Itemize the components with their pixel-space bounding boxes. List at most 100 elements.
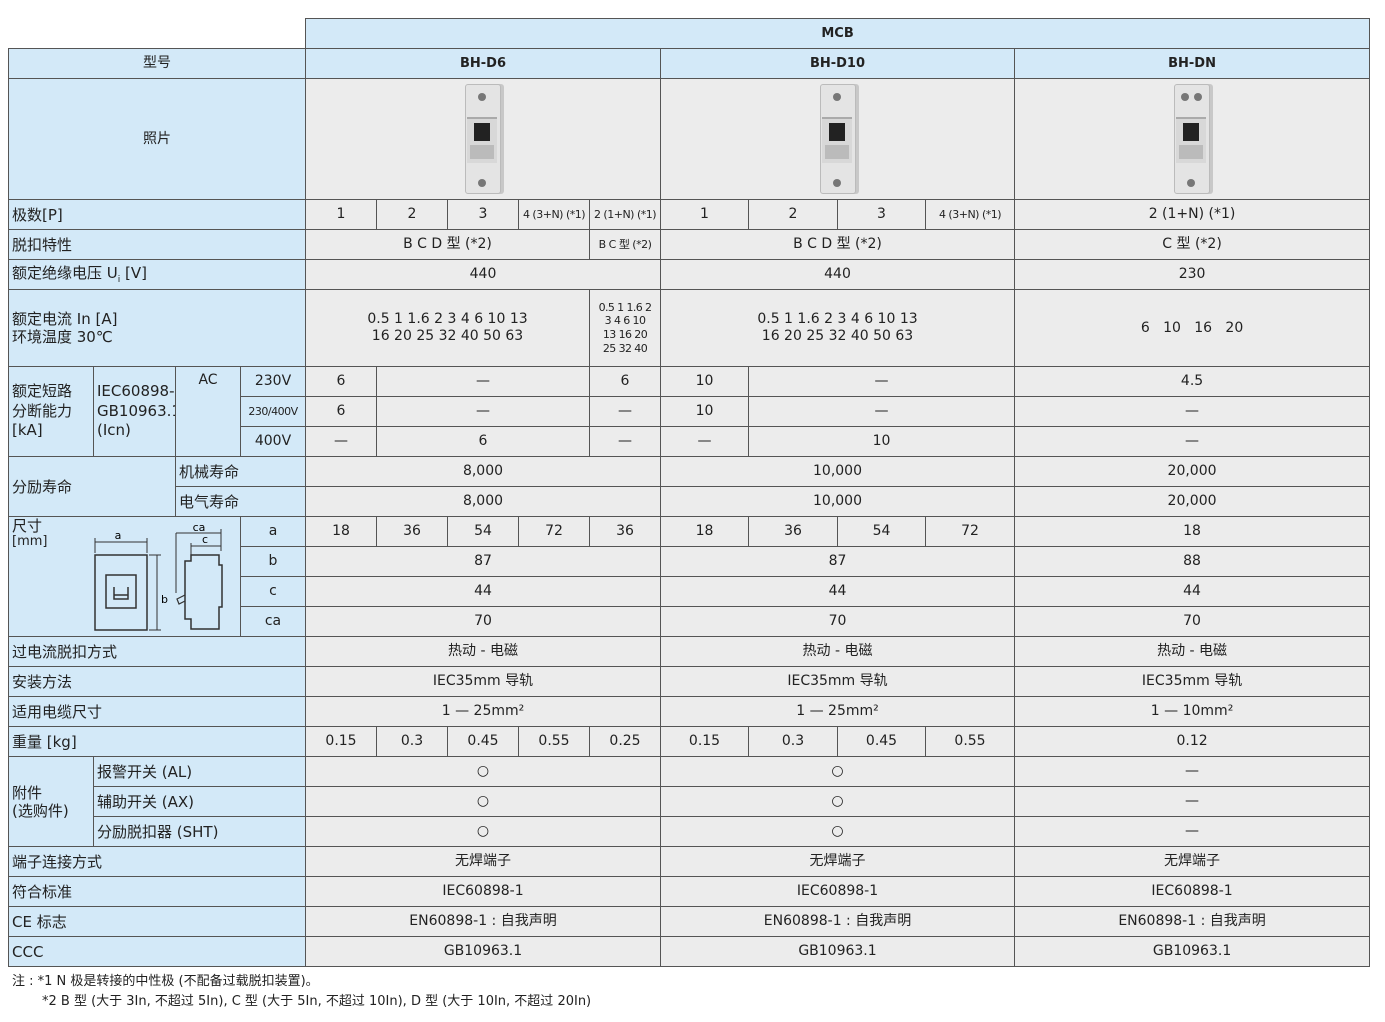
cell: 6 10 16 20: [1013, 289, 1371, 367]
weight-label: 重量 [kg]: [8, 726, 306, 757]
cell: 87: [660, 546, 1015, 577]
cell: 0.55: [925, 726, 1015, 757]
accessory-name: 分励脱扣器 (SHT): [93, 816, 306, 847]
cell: IEC35mm 导轨: [305, 666, 661, 697]
label-line: [kA]: [12, 421, 43, 440]
cell: 热动 - 电磁: [305, 636, 661, 667]
cell: 2: [748, 199, 838, 230]
cell: —: [376, 396, 590, 427]
breaker-image: [465, 84, 501, 194]
cell: IEC60898-1: [1013, 876, 1371, 907]
dimension-diagram: a b ca c: [94, 523, 223, 631]
cell: 1: [660, 199, 749, 230]
label-line: (Icn): [97, 421, 131, 440]
cell: ○: [660, 756, 1015, 787]
dim-ca-label: ca: [193, 523, 206, 534]
trip-row: 脱扣特性 B C D 型 (*2) B C 型 (*2) B C D 型 (*2…: [8, 229, 1371, 260]
accessories-label: 附件(选购件): [8, 756, 94, 847]
ce-label: CE 标志: [8, 906, 306, 937]
label-line: GB10963.1: [97, 401, 176, 420]
cell: 1 — 10mm²: [1013, 696, 1371, 727]
cell: —: [305, 426, 377, 457]
cell: 70: [1013, 606, 1371, 637]
cell: 10: [660, 396, 749, 427]
cell: 0.45: [837, 726, 926, 757]
cell: 3: [837, 199, 926, 230]
cell: 44: [305, 576, 661, 607]
cell: 无焊端子: [660, 846, 1015, 877]
life-row: 分励寿命 机械寿命 8,000 10,000 20,000: [8, 456, 1371, 517]
cell: 20,000: [1013, 486, 1371, 517]
group-header: MCB: [304, 18, 1371, 49]
cell: 230: [1013, 259, 1371, 290]
cell: 10: [660, 366, 749, 397]
cell: 8,000: [305, 486, 661, 517]
cell: 88: [1013, 546, 1371, 577]
value-line: 13 16 20: [602, 328, 648, 341]
cell: 10,000: [660, 486, 1015, 517]
label-line: 额定电流 In [A]: [12, 310, 118, 328]
cell: 6: [305, 366, 377, 397]
cell: ○: [305, 786, 661, 817]
mounting-label: 安装方法: [8, 666, 306, 697]
terminal-row: 端子连接方式 无焊端子 无焊端子 无焊端子: [8, 846, 1371, 877]
cell: 440: [660, 259, 1015, 290]
mounting-row: 安装方法 IEC35mm 导轨 IEC35mm 导轨 IEC35mm 导轨: [8, 666, 1371, 697]
cell: ○: [305, 756, 661, 787]
spec-table: MCB 型号 BH-D6 BH-D10 BH-DN 照片 极数[P] 1 2 3…: [8, 18, 1371, 967]
breaking-row: 230/400V 6 — — 10 — —: [9, 396, 1371, 427]
cell: 1 — 25mm²: [305, 696, 661, 727]
footnotes: 注 : *1 N 极是转接的中性极 (不配备过载脱扣装置)。 *2 B 型 (大…: [12, 972, 591, 1012]
dims-label-cell: 尺寸[mm] a b ca c: [8, 516, 241, 637]
cell: 36: [376, 516, 448, 547]
dims-row: ca 70 70 70: [9, 606, 1371, 637]
photo-bh-d10: [660, 78, 1015, 200]
cable-label: 适用电缆尺寸: [8, 696, 306, 727]
cell: 87: [305, 546, 661, 577]
standard-row: 符合标准 IEC60898-1 IEC60898-1 IEC60898-1: [8, 876, 1371, 907]
model-bh-d6: BH-D6: [305, 48, 661, 79]
weight-row: 重量 [kg] 0.15 0.3 0.45 0.55 0.25 0.15 0.3…: [8, 726, 1371, 757]
cell: 0.45: [447, 726, 519, 757]
dim-a: a: [240, 516, 306, 547]
dims-row: b 87 87 88: [9, 546, 1371, 577]
cell: —: [1013, 816, 1371, 847]
cell: 6: [589, 366, 661, 397]
cell: EN60898-1 : 自我声明: [305, 906, 661, 937]
dim-a-label: a: [115, 529, 122, 542]
cell: 36: [748, 516, 838, 547]
cell: 6: [376, 426, 590, 457]
label-line: 环境温度 30℃: [12, 328, 113, 346]
cell: GB10963.1: [1013, 936, 1371, 967]
accessory-row: 辅助开关 (AX) ○ ○ —: [9, 786, 1371, 817]
cell: 热动 - 电磁: [660, 636, 1015, 667]
cell: 10,000: [660, 456, 1015, 487]
ce-row: CE 标志 EN60898-1 : 自我声明 EN60898-1 : 自我声明 …: [8, 906, 1371, 937]
ccc-row: CCC GB10963.1 GB10963.1 GB10963.1: [8, 936, 1371, 967]
cell: C 型 (*2): [1013, 229, 1371, 260]
cell: 2 (1+N) (*1): [589, 199, 661, 230]
label-line: IEC60898-1: [97, 382, 176, 401]
dim-ca: ca: [240, 606, 306, 637]
voltage-label: 400V: [240, 426, 306, 457]
dim-c-label: c: [202, 533, 208, 546]
cell: —: [376, 366, 590, 397]
cell: 0.3: [376, 726, 448, 757]
breaker-image: [819, 84, 856, 194]
value-line: 25 32 40: [602, 341, 648, 355]
cell: 44: [1013, 576, 1371, 607]
cell: 4.5: [1013, 366, 1371, 397]
breaking-ac: AC: [175, 366, 241, 457]
cell: B C D 型 (*2): [660, 229, 1015, 260]
label-line: 分断能力: [12, 401, 73, 420]
value-line: 16 20 25 32 40 50 63: [371, 328, 524, 344]
cell: 18: [305, 516, 377, 547]
cell: 2: [376, 199, 448, 230]
dim-b-label: b: [161, 593, 168, 606]
label-line: 额定短路: [12, 382, 73, 401]
cell: IEC35mm 导轨: [1013, 666, 1371, 697]
model-bh-d10: BH-D10: [660, 48, 1015, 79]
